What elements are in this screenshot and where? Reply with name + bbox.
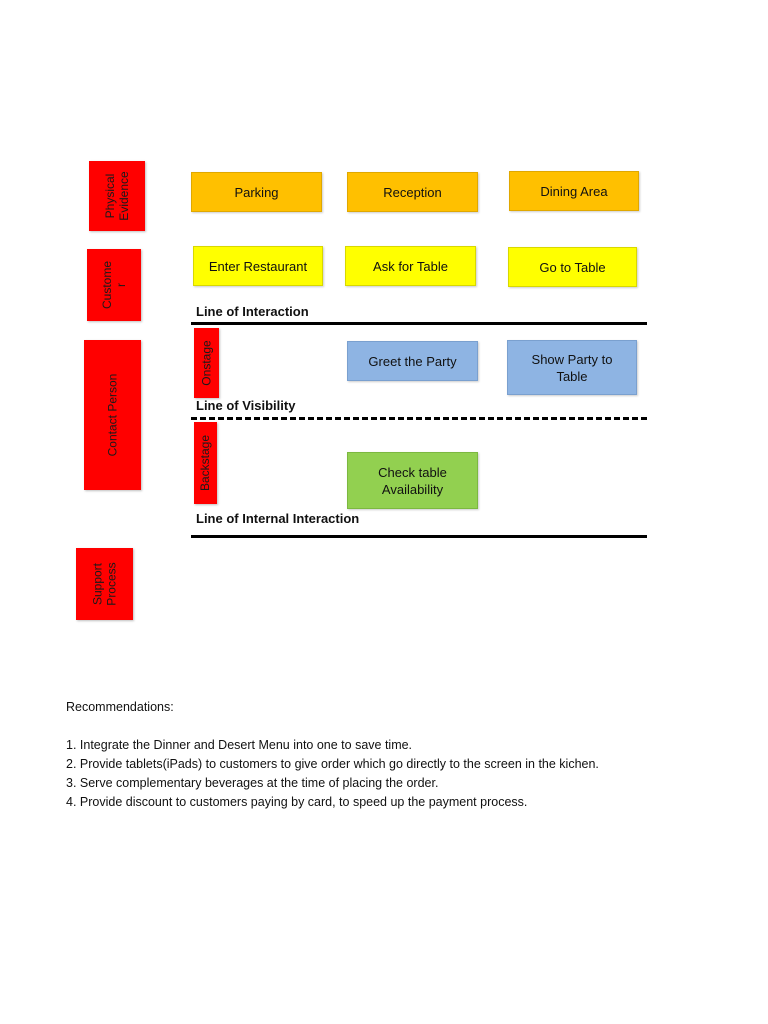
recommendations-heading: Recommendations: (66, 700, 174, 714)
customer-box-go-to-table: Go to Table (508, 247, 637, 287)
backstage-box-check-table-availability: Check table Availability (347, 452, 478, 509)
recommendation-item: 1. Integrate the Dinner and Desert Menu … (66, 738, 413, 752)
evidence-box-label: Parking (234, 184, 279, 200)
onstage-box-greet-the-party: Greet the Party (347, 341, 478, 381)
line-of-visibility (191, 417, 647, 420)
onstage-box-label: Greet the Party (368, 353, 457, 369)
evidence-box-label: Reception (383, 184, 442, 200)
line-of-internal-interaction-label: Line of Internal Interaction (196, 511, 360, 526)
lane-label-onstage: Onstage (194, 328, 219, 398)
line-of-visibility-label: Line of Visibility (196, 398, 296, 413)
onstage-box-show-party-to-table: Show Party to Table (507, 340, 637, 395)
lane-label-onstage-text: Onstage (199, 340, 214, 386)
lane-label-backstage-text: Backstage (198, 434, 213, 492)
lane-label-customer-text: Custome r (100, 260, 128, 310)
line-of-internal-interaction (191, 535, 647, 538)
lane-label-contact-person: Contact Person (84, 340, 141, 490)
customer-box-enter-restaurant: Enter Restaurant (193, 246, 323, 286)
lane-label-physical-evidence: Physical Evidence (89, 161, 145, 231)
lane-label-support-process: Support Process (76, 548, 133, 620)
recommendation-item: 2. Provide tablets(iPads) to customers t… (66, 757, 599, 771)
lane-label-backstage: Backstage (194, 422, 217, 504)
customer-box-label: Ask for Table (373, 258, 448, 274)
lane-label-physical-evidence-text: Physical Evidence (103, 171, 131, 221)
onstage-box-label: Show Party to Table (531, 351, 613, 384)
recommendation-item: 3. Serve complementary beverages at the … (66, 776, 439, 790)
evidence-box-dining-area: Dining Area (509, 171, 639, 211)
customer-box-label: Go to Table (539, 259, 606, 275)
evidence-box-parking: Parking (191, 172, 322, 212)
evidence-box-label: Dining Area (540, 183, 608, 199)
lane-label-customer: Custome r (87, 249, 141, 321)
line-of-interaction (191, 322, 647, 325)
line-of-interaction-label: Line of Interaction (196, 304, 309, 319)
recommendation-item: 4. Provide discount to customers paying … (66, 795, 528, 809)
backstage-box-label: Check table Availability (378, 464, 447, 497)
customer-box-label: Enter Restaurant (208, 258, 308, 274)
recommendations: Recommendations: 1. Integrate the Dinner… (66, 698, 599, 812)
customer-box-ask-for-table: Ask for Table (345, 246, 476, 286)
lane-label-support-process-text: Support Process (90, 562, 119, 606)
lane-label-contact-person-text: Contact Person (105, 373, 120, 457)
evidence-box-reception: Reception (347, 172, 478, 212)
